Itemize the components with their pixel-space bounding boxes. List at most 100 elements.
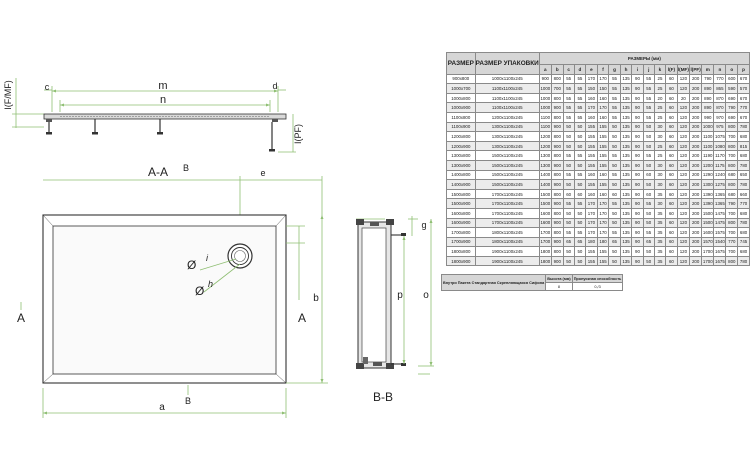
label-imf: I(F/MF) xyxy=(3,80,13,110)
drain-outlet xyxy=(227,243,253,269)
cell-dimension: 60 xyxy=(665,217,678,229)
cell-dimension: 50 xyxy=(642,207,655,219)
cell-size: 1600x800 xyxy=(446,207,476,219)
cell-dimension: 50 xyxy=(642,217,655,229)
cell-dimension: 135 xyxy=(619,83,633,94)
cell-dimension: 200 xyxy=(689,207,703,219)
cell-dimension: 1190 xyxy=(701,150,715,161)
label-b: b xyxy=(313,293,319,304)
cell-size: 900x800 xyxy=(446,73,476,85)
cell-dimension: 50 xyxy=(562,207,575,219)
cell-dimension: 60 xyxy=(665,198,678,209)
cell-dimension: 55 xyxy=(642,227,655,238)
cell-dimension: 800 xyxy=(550,150,564,161)
cell-dimension: 55 xyxy=(573,111,587,123)
cell-dimension: 55 xyxy=(608,198,621,209)
cell-dimension: 160 xyxy=(596,111,610,123)
cell-dimension: 155 xyxy=(596,255,610,267)
cell-dimension: 890 xyxy=(701,102,715,113)
cell-dimension: 1475 xyxy=(713,207,727,219)
cell-dimension: 20 xyxy=(676,92,691,104)
cell-dimension: 55 xyxy=(562,227,575,238)
cell-dimension: 160 xyxy=(596,169,610,181)
cell-dimension: 90 xyxy=(631,111,644,123)
cell-dimension: 60 xyxy=(665,255,678,267)
cell-dimension: 135 xyxy=(619,255,633,267)
label-g: g xyxy=(421,220,426,230)
header-letter: l(F) xyxy=(665,64,678,75)
cell-dimension: 155 xyxy=(585,255,598,267)
label-ipf: I(PF) xyxy=(293,124,303,144)
cell-dimension: 65 xyxy=(573,236,587,248)
cell-dimension: 135 xyxy=(619,207,633,219)
cell-dimension: 700 xyxy=(725,227,739,238)
cell-dimension: 135 xyxy=(619,102,633,113)
header-letter: b xyxy=(550,64,564,75)
cell-dimension: 55 xyxy=(642,111,655,123)
cell-dimension: 200 xyxy=(689,111,703,123)
cell-dimension: 780 xyxy=(737,255,750,267)
header-letter: a xyxy=(538,64,552,75)
cell-dimension: 135 xyxy=(619,150,633,161)
cell-dimension: 55 xyxy=(573,227,587,238)
cell-dimension: 900 xyxy=(538,73,552,85)
cell-dimension: 770 xyxy=(713,73,727,85)
cell-dimension: 680 xyxy=(737,150,750,161)
cell-dimension: 55 xyxy=(573,102,587,113)
cell-dimension: 90 xyxy=(631,150,644,161)
cell-dimension: 890 xyxy=(701,83,715,94)
dim-line-n xyxy=(59,100,271,112)
header-dims: РАЗМЕРЫ (мм) xyxy=(538,52,750,65)
cell-dimension: 155 xyxy=(596,121,610,133)
cell-dimension: 50 xyxy=(642,159,655,171)
info-capacity-value: 0,/3 xyxy=(571,282,624,291)
cell-dimension: 50 xyxy=(608,140,621,152)
cell-dimension: 155 xyxy=(596,179,610,190)
cell-dimension: 50 xyxy=(608,121,621,133)
cell-pack-size: 1200x1100x245 xyxy=(474,111,540,123)
cell-dimension: 60 xyxy=(665,236,678,248)
cell-dimension: 120 xyxy=(676,255,691,267)
cell-dimension: 120 xyxy=(676,246,691,257)
cell-dimension: 150 xyxy=(585,83,598,94)
cell-dimension: 50 xyxy=(608,131,621,142)
cell-dimension: 60 xyxy=(665,121,678,133)
cell-size: 1700x900 xyxy=(446,236,476,248)
cell-dimension: 800 xyxy=(725,159,739,171)
siphon-info-table: Внутри Пакета Стандартная Скрепляющаяся … xyxy=(440,274,624,291)
cell-dimension: 170 xyxy=(596,217,610,229)
tray-profile xyxy=(43,113,287,152)
cell-dimension: 600 xyxy=(725,73,739,85)
cell-dimension: 900 xyxy=(550,102,564,113)
cell-dimension: 200 xyxy=(689,217,703,229)
cell-dimension: 200 xyxy=(689,150,703,161)
cell-dimension: 90 xyxy=(631,207,644,219)
cell-dimension: 155 xyxy=(596,140,610,152)
cell-dimension: 1100 xyxy=(538,111,552,123)
cell-dimension: 135 xyxy=(619,217,633,229)
cell-dimension: 120 xyxy=(676,159,691,171)
cell-dimension: 200 xyxy=(689,121,703,133)
leader-phi-h xyxy=(203,263,241,293)
cell-dimension: 570 xyxy=(737,83,750,94)
cell-dimension: 1000 xyxy=(538,102,552,113)
cell-dimension: 120 xyxy=(676,73,691,85)
cell-dimension: 155 xyxy=(585,121,598,133)
cell-dimension: 55 xyxy=(573,83,587,94)
info-height-value: 8 xyxy=(545,282,573,291)
cell-dimension: 1300 xyxy=(538,150,552,161)
cell-dimension: 120 xyxy=(676,140,691,152)
cell-dimension: 770 xyxy=(737,198,750,209)
cell-dimension: 865 xyxy=(713,83,727,94)
cell-dimension: 700 xyxy=(725,207,739,219)
cell-dimension: 55 xyxy=(573,150,587,161)
cell-dimension: 90 xyxy=(631,227,644,238)
cell-dimension: 800 xyxy=(550,131,564,142)
cell-dimension: 1600 xyxy=(538,207,552,219)
label-b-upper: B xyxy=(183,163,189,173)
cell-dimension: 60 xyxy=(665,111,678,123)
